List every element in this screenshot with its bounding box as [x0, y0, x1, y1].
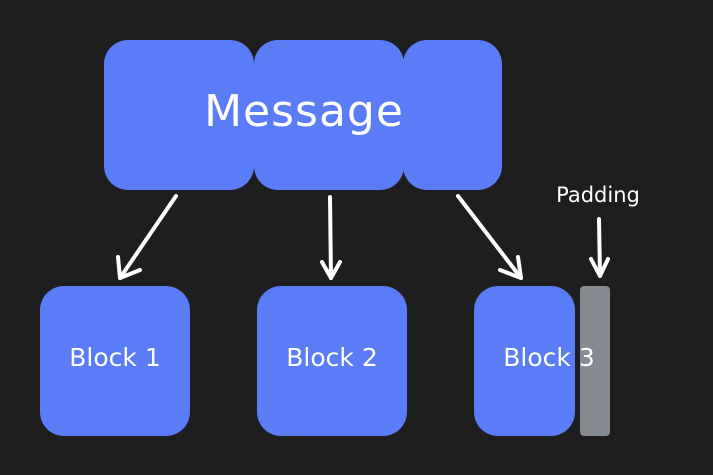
message-label: Message — [204, 86, 404, 137]
padding-label: Padding — [556, 183, 640, 207]
message-segment-1 — [104, 40, 254, 190]
block-3 — [474, 286, 575, 436]
block-3-label: Block 3 — [503, 343, 595, 372]
arrow-to-block-2 — [320, 195, 342, 280]
arrow-to-block-1 — [116, 194, 178, 280]
message-segment-3 — [403, 40, 502, 190]
arrow-to-padding — [589, 217, 610, 278]
block-2-label: Block 2 — [286, 343, 378, 372]
block-2 — [257, 286, 407, 436]
padding-rect — [580, 286, 610, 436]
message-segment-2 — [254, 40, 404, 190]
block-1 — [40, 286, 190, 436]
block-1-label: Block 1 — [69, 343, 161, 372]
arrow-to-block-3 — [456, 194, 523, 280]
